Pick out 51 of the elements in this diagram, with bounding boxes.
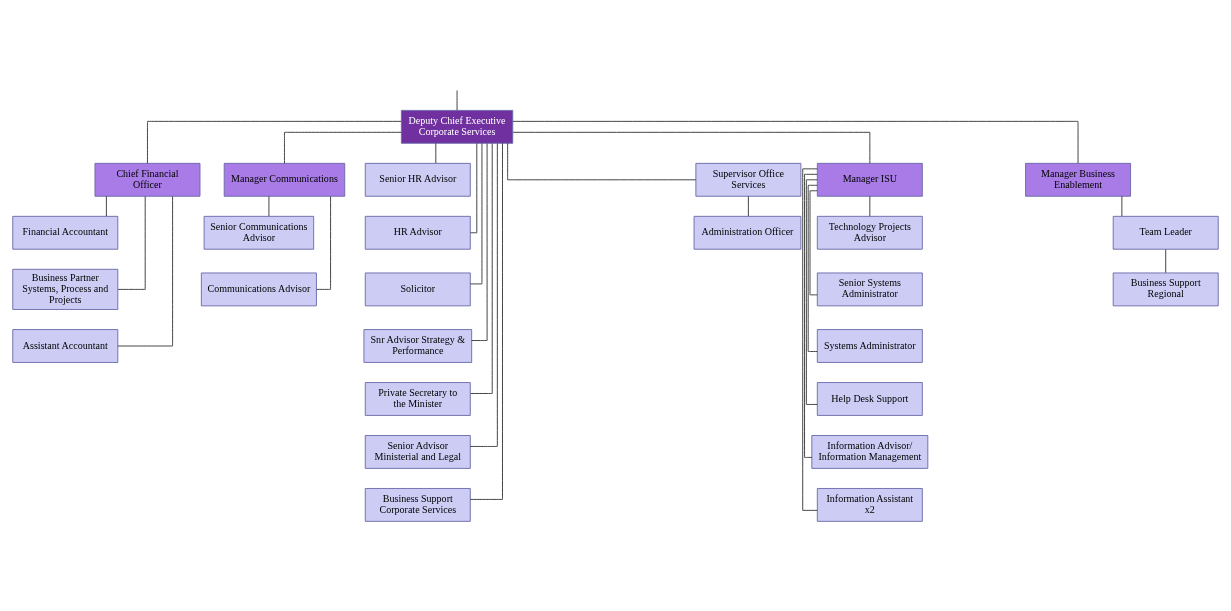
node-box: Senior HR Advisor xyxy=(364,162,471,197)
node-box: Team Leader xyxy=(1112,215,1219,250)
node-box: HR Advisor xyxy=(364,215,471,250)
node-box: Manager ISU xyxy=(816,162,923,197)
connector xyxy=(804,173,818,458)
connector xyxy=(809,190,818,296)
node-box: Information Advisor/ Information Management xyxy=(811,435,929,469)
node-box: Senior Communications Advisor xyxy=(203,215,315,250)
connector xyxy=(117,195,174,347)
connector xyxy=(268,195,270,217)
connector xyxy=(470,143,493,394)
node-box: Supervisor Office Services xyxy=(695,162,802,197)
connector xyxy=(1165,249,1167,274)
connector xyxy=(807,184,818,352)
node-box: Senior Systems Administrator xyxy=(816,272,923,307)
connector xyxy=(507,142,697,181)
connector xyxy=(435,142,437,164)
node-box: Deputy Chief Executive Corporate Services xyxy=(400,109,514,144)
node-box: Communications Advisor xyxy=(200,272,317,307)
connector xyxy=(747,195,749,217)
connector xyxy=(469,143,498,447)
node-box: Information Assistant x2 xyxy=(816,488,923,522)
node-box: Chief Financial Officer xyxy=(94,162,201,197)
connector xyxy=(471,143,488,341)
node-box: Senior Advisor Ministerial and Legal xyxy=(364,435,471,469)
connector xyxy=(105,195,107,217)
node-box: Solicitor xyxy=(364,272,471,307)
node-box: Financial Accountant xyxy=(12,215,119,250)
connector xyxy=(117,196,146,290)
connector xyxy=(1121,195,1123,217)
node-box: Business Support Regional xyxy=(1112,272,1219,307)
connector xyxy=(512,131,871,164)
connector xyxy=(147,120,402,164)
connector xyxy=(470,142,483,285)
node-box: Technology Projects Advisor xyxy=(816,215,923,250)
node-box: Assistant Accountant xyxy=(12,329,119,363)
node-box: Manager Business Enablement xyxy=(1025,162,1131,197)
node-box: Manager Communications xyxy=(223,162,346,197)
node-box: Systems Administrator xyxy=(816,329,923,363)
connector xyxy=(869,195,871,217)
node-box: Administration Officer xyxy=(693,215,802,250)
connector xyxy=(512,120,1079,164)
node-box: Business Support Corporate Services xyxy=(364,488,471,522)
connector xyxy=(470,142,503,500)
node-box: Business Partner Systems, Process and Projects xyxy=(12,268,119,310)
connector xyxy=(284,131,402,164)
connector xyxy=(470,142,478,234)
node-box: Snr Advisor Strategy & Performance xyxy=(363,329,473,363)
node-box: Private Secretary to the Minister xyxy=(364,382,471,416)
node-box: Help Desk Support xyxy=(816,382,923,416)
connector xyxy=(805,179,818,405)
